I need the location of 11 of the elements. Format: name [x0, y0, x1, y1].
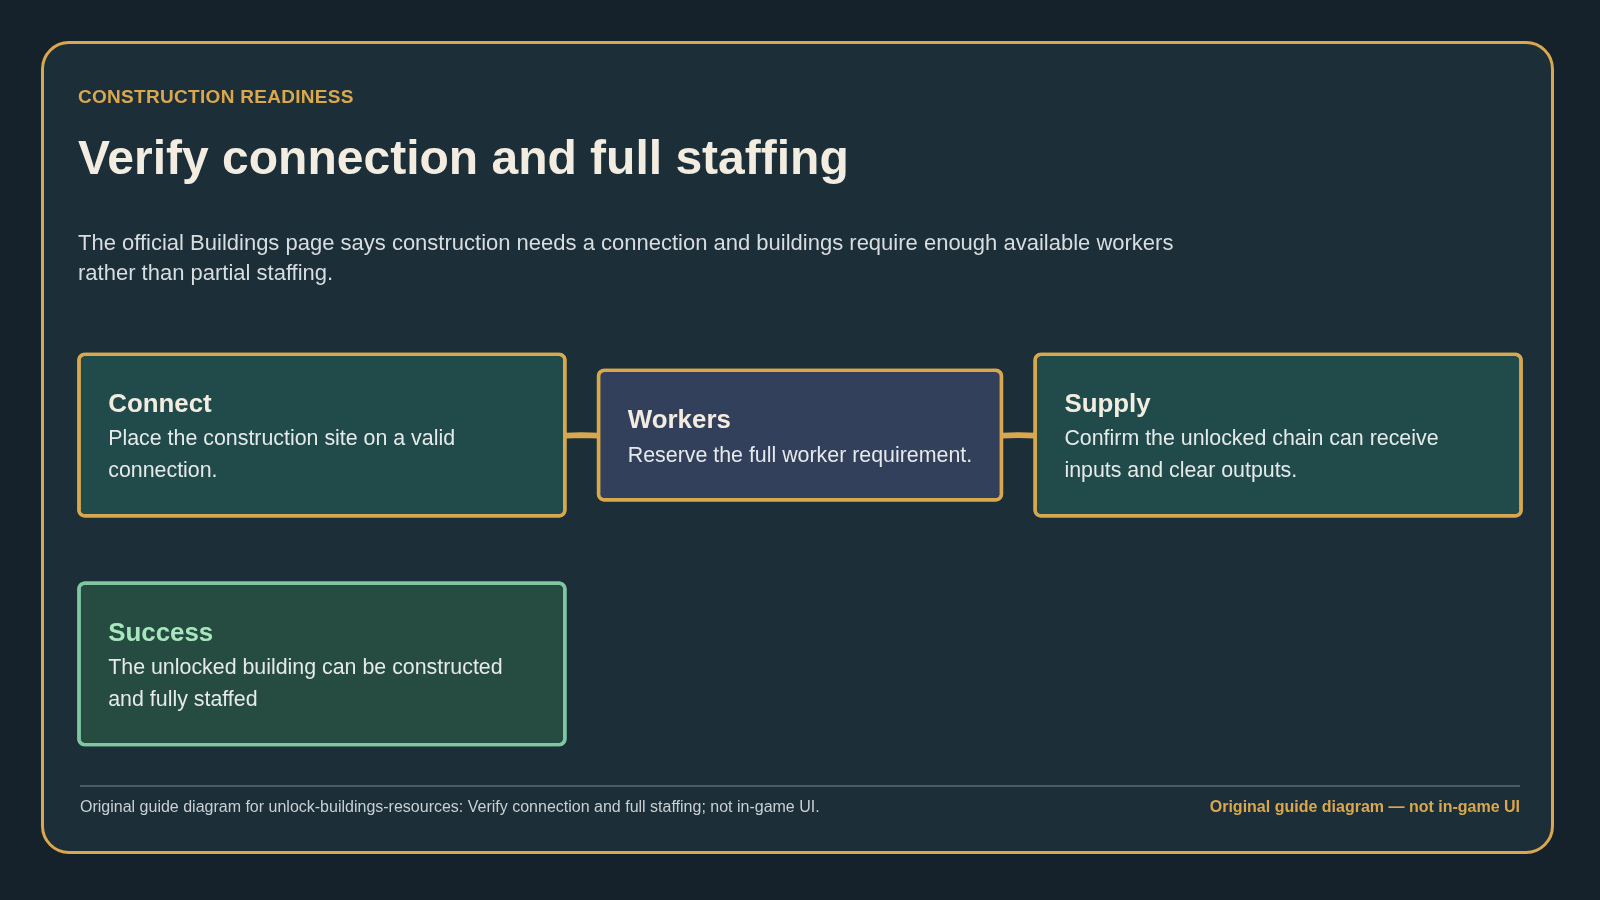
- result-box: Success The unlocked building can be constructed and fully staffed: [77, 581, 567, 747]
- eyebrow-label: CONSTRUCTION READINESS: [78, 86, 354, 108]
- process-box: Connect Place the construction site on a valid connection.: [77, 352, 567, 518]
- page-title: Verify connection and full staffing: [78, 130, 849, 185]
- description-text: The official Buildings page says construction needs a connection and buildings require enough available workers rather than partial staffing.: [78, 229, 1175, 287]
- footer-tag: Original guide diagram — not in-game UI: [1209, 798, 1520, 816]
- process-box: Workers Reserve the full worker requirement.: [596, 368, 1004, 502]
- process-box: Supply Confirm the unlocked chain can receive inputs and clear outputs.: [1033, 352, 1523, 518]
- connector-line: [1001, 432, 1036, 439]
- footer-note: Original guide diagram for unlock-buildings-resources: Verify connection and full staffing; not in-game UI.: [80, 798, 820, 816]
- connector-line: [565, 432, 600, 439]
